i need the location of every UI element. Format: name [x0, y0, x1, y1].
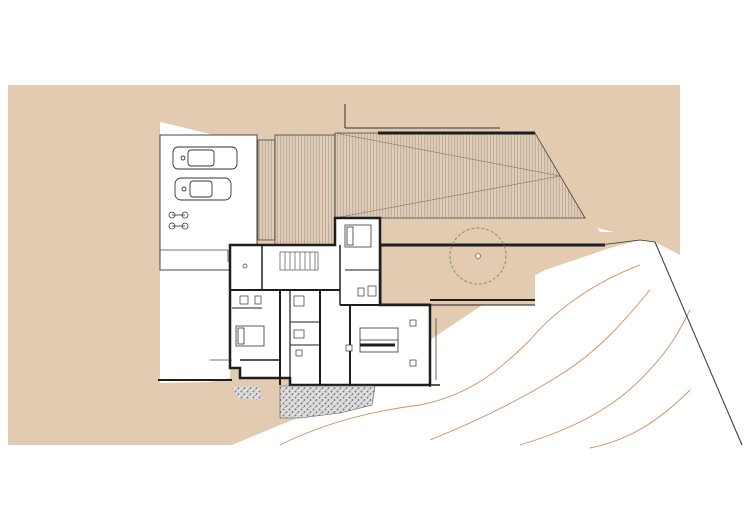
terrain-southwest	[8, 383, 158, 445]
site-boundary	[654, 241, 743, 446]
main-stair	[279, 251, 319, 271]
driveway-strip	[257, 139, 276, 241]
contour-lines	[279, 264, 691, 449]
car-icon	[172, 146, 238, 201]
gravel-bed	[279, 385, 376, 419]
bicycle-icon	[168, 211, 189, 230]
bath-fixtures	[239, 263, 377, 357]
tree-circle	[449, 227, 507, 285]
driveway-ramp	[274, 134, 336, 246]
bed-icon	[235, 224, 399, 353]
